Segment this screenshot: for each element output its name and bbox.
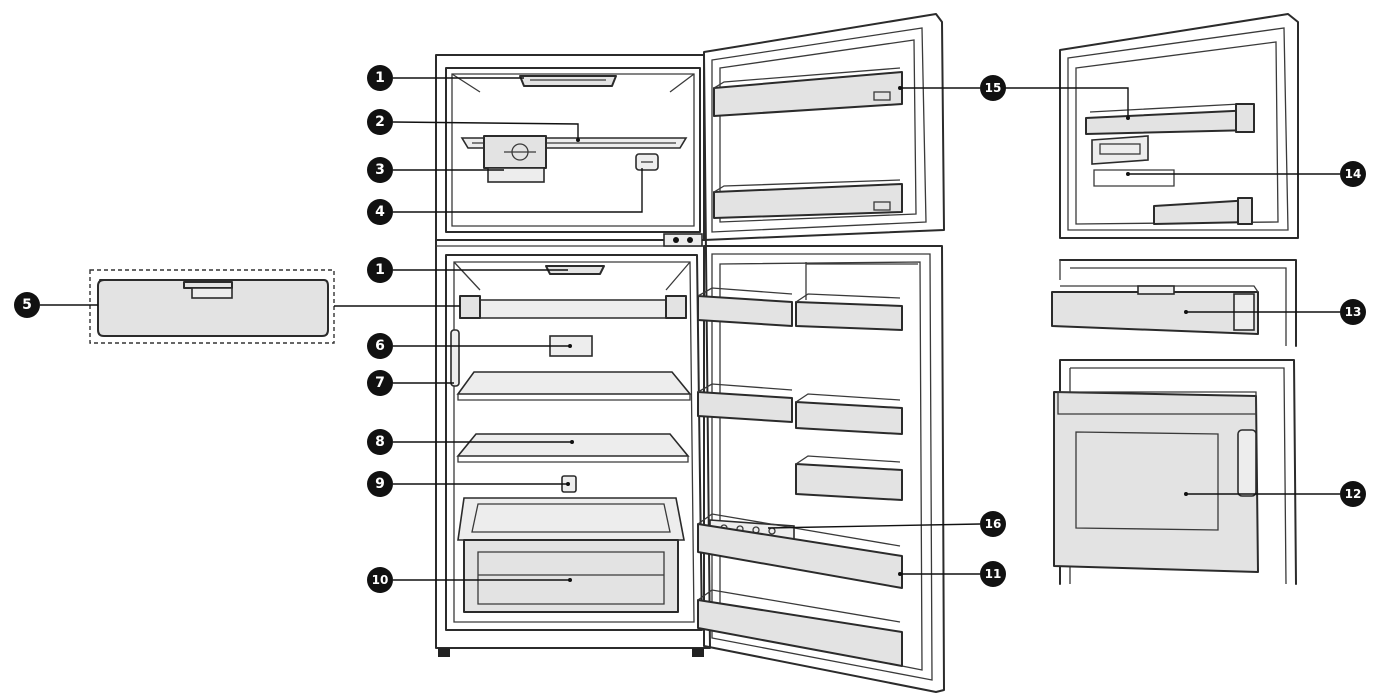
control-panel (663, 233, 703, 247)
svg-text:14: 14 (1345, 167, 1362, 181)
callout-12: 12 (1340, 481, 1366, 507)
callout-5: 5 (14, 292, 40, 318)
door-bin-bottle (697, 513, 903, 589)
svg-text:5: 5 (22, 297, 32, 313)
svg-text:11: 11 (985, 567, 1002, 581)
svg-text:15: 15 (985, 81, 1002, 95)
fridge-door (703, 245, 945, 693)
callout-dots (566, 86, 1188, 582)
callout-3: 3 (367, 157, 393, 183)
glass-shelf-lower (456, 433, 690, 463)
callout-11: 11 (980, 561, 1006, 587)
callout-13: 13 (1340, 299, 1366, 325)
svg-text:6: 6 (375, 338, 385, 354)
callout-10: 10 (367, 567, 393, 593)
svg-text:7: 7 (375, 375, 385, 391)
door-bin-upper-right (795, 293, 903, 331)
svg-text:4: 4 (375, 204, 385, 220)
door-bin-upper-left (697, 287, 793, 327)
callout-16: 16 (980, 511, 1006, 537)
fresh-box-shelf (459, 295, 687, 319)
svg-text:9: 9 (375, 476, 385, 492)
freezer-door-bin-upper (713, 67, 903, 117)
svg-text:10: 10 (372, 573, 389, 587)
callout-2: 2 (367, 109, 393, 135)
callout-9: 9 (367, 471, 393, 497)
door-bin-lower-right (795, 455, 903, 501)
svg-text:8: 8 (375, 434, 385, 450)
svg-text:1: 1 (375, 70, 385, 86)
freezer-door (703, 13, 945, 241)
door-cover-detail (1053, 359, 1297, 585)
svg-text:3: 3 (375, 162, 385, 178)
callout-6: 6 (367, 333, 393, 359)
fresh-box-detail (89, 269, 335, 344)
svg-text:2: 2 (375, 114, 385, 130)
svg-text:16: 16 (985, 517, 1002, 531)
fridge-light (545, 265, 605, 275)
svg-text:1: 1 (375, 262, 385, 278)
vegetable-crisper (457, 497, 685, 613)
door-bin-mid-left (697, 383, 793, 423)
freezer-sensor (635, 153, 659, 171)
freezer-door-bin-lower (713, 179, 903, 219)
fridge-cabinet (435, 54, 711, 657)
svg-text:12: 12 (1345, 487, 1362, 501)
callout-4: 4 (367, 199, 393, 225)
freezer-light-bar (519, 75, 617, 87)
callout-7: 7 (367, 370, 393, 396)
svg-text:13: 13 (1345, 305, 1362, 319)
callout-1-freezer: 1 (367, 65, 393, 91)
door-switch (450, 329, 460, 387)
door-bin-mid-right (795, 393, 903, 435)
ice-maker (483, 135, 547, 183)
door-bin-bottom (697, 589, 903, 667)
glass-shelf-upper (456, 371, 692, 401)
twist-ice-shelf-detail (1051, 259, 1297, 347)
callout-lines (40, 77, 1340, 581)
freezer-icebox-detail (1059, 13, 1299, 239)
callout-15: 15 (980, 75, 1006, 101)
callout-1-fridge: 1 (367, 257, 393, 283)
callout-14: 14 (1340, 161, 1366, 187)
callout-8: 8 (367, 429, 393, 455)
